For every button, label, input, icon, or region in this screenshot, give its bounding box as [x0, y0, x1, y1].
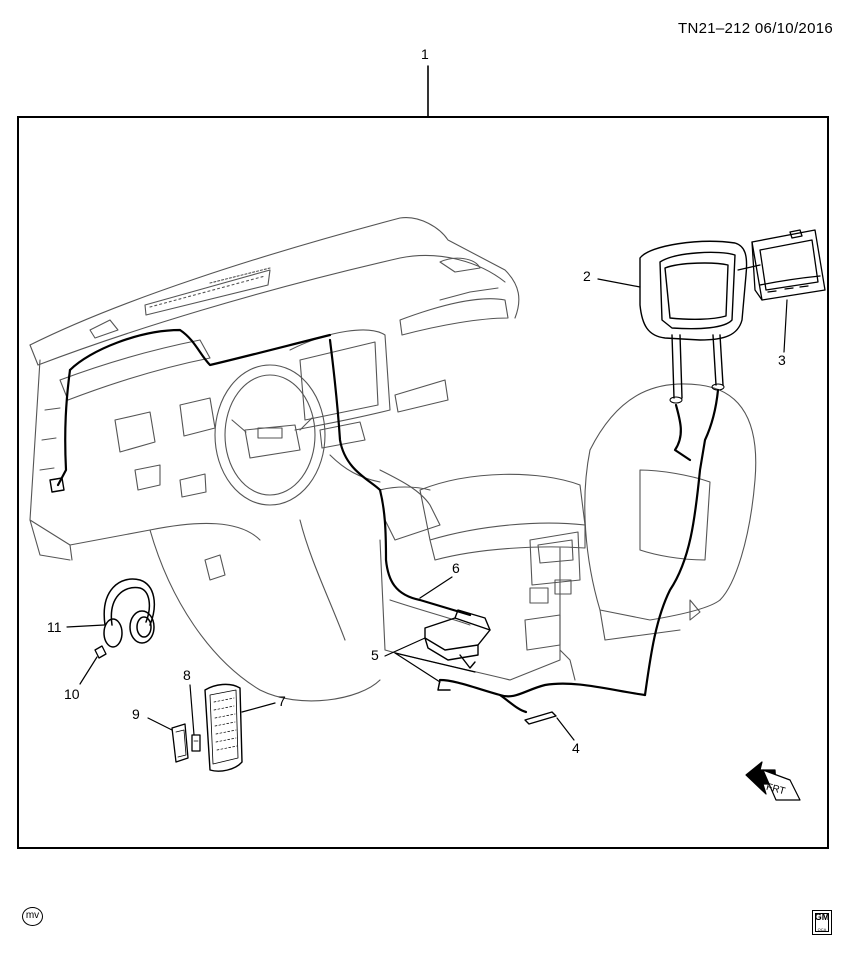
- gm-logo-text: GM: [814, 912, 830, 922]
- gm-logo-icon: GM OCA: [812, 910, 832, 935]
- part-11-headphones: [103, 578, 156, 648]
- callout-4: 4: [572, 740, 580, 756]
- callout-10: 10: [64, 686, 80, 702]
- callout-leader-lines: [66, 278, 788, 741]
- part-3-display-module: [751, 229, 826, 301]
- gm-logo-subtext: OCA: [817, 927, 827, 932]
- callout-1: 1: [421, 46, 429, 62]
- center-console-drawing: [379, 473, 586, 681]
- mv-badge: mv: [22, 907, 43, 926]
- callout-11: 11: [47, 619, 62, 635]
- callout-2: 2: [583, 268, 591, 284]
- part-10-battery: [94, 645, 107, 659]
- steering-wheel-drawing: [214, 364, 326, 506]
- part-8-battery: [191, 734, 201, 752]
- seat-wiring-harness: [437, 388, 720, 714]
- part-5-dvd-module: [424, 609, 491, 669]
- part-4-bracket: [524, 711, 557, 725]
- callout-3: 3: [778, 352, 786, 368]
- front-orientation-arrow-icon: [745, 761, 801, 801]
- instrument-panel-drawing: [29, 217, 520, 702]
- callout-6: 6: [452, 560, 460, 576]
- part-7-remote-control: [204, 683, 243, 772]
- callout-7: 7: [278, 693, 286, 709]
- leader-line-2-3: [737, 264, 761, 271]
- seat-drawing: [559, 383, 757, 681]
- callout-9: 9: [132, 706, 140, 722]
- gm-logo-border: [815, 913, 829, 932]
- part-2-headrest-monitor: [639, 240, 748, 341]
- part-9-battery-cover: [171, 723, 189, 763]
- diagram-frame: [17, 116, 829, 849]
- headrest-posts: [669, 334, 725, 404]
- callout-8: 8: [183, 667, 191, 683]
- dash-wiring-harness: [49, 328, 472, 617]
- diagram-code-date: TN21–212 06/10/2016: [678, 20, 833, 37]
- callout-5: 5: [371, 647, 379, 663]
